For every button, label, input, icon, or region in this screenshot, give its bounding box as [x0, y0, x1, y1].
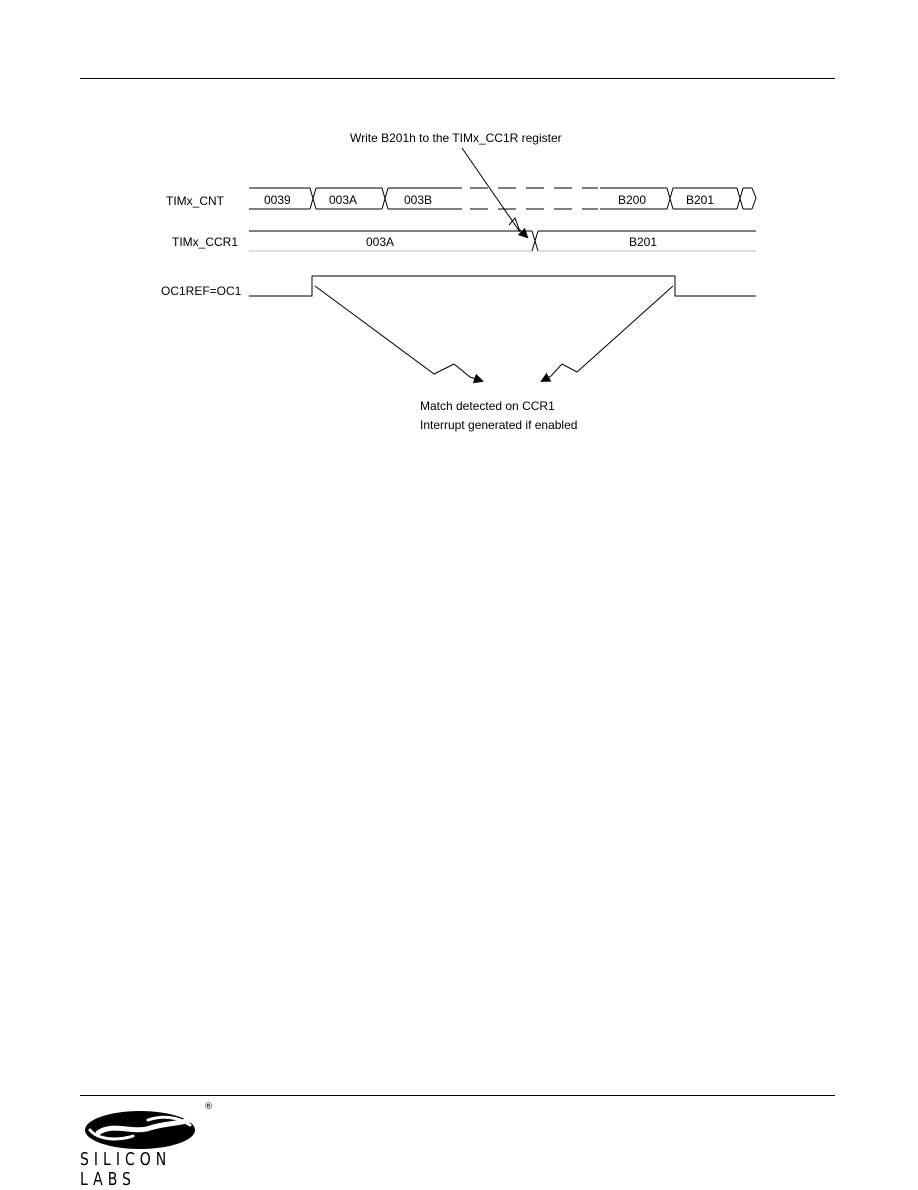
- cnt-bus: [249, 187, 757, 210]
- oc1ref-waveform: [249, 275, 756, 297]
- write-annotation: Write B201h to the TIMx_CC1R register: [350, 131, 562, 145]
- match-note-line2: Interrupt generated if enabled: [420, 418, 577, 432]
- ccr1-bus: [249, 230, 756, 252]
- cnt-value-003a: 003A: [329, 193, 357, 207]
- ccr1-value-003a: 003A: [366, 235, 394, 249]
- match-arrow-falling: [540, 285, 674, 382]
- write-arrow: [508, 217, 529, 239]
- silicon-labs-logo-icon: ®: [85, 1102, 213, 1149]
- ccr1-value-b201: B201: [629, 235, 657, 249]
- cnt-value-003b: 003B: [404, 193, 432, 207]
- registered-mark: ®: [204, 1102, 213, 1112]
- match-note-line1: Match detected on CCR1: [420, 399, 555, 413]
- match-arrow-rising: [314, 285, 484, 384]
- signal-label-cnt: TIMx_CNT: [166, 194, 225, 208]
- signal-label-ccr1: TIMx_CCR1: [172, 235, 238, 249]
- cnt-value-0039: 0039: [264, 193, 291, 207]
- footer-rule: [80, 1095, 835, 1096]
- signal-label-oc1ref: OC1REF=OC1: [161, 284, 242, 298]
- header-rule: [80, 78, 835, 79]
- logo-wordmark: SILICON LABS: [80, 1150, 172, 1190]
- write-pointer-line: [461, 147, 521, 233]
- cnt-value-b201: B201: [686, 193, 714, 207]
- cnt-value-b200: B200: [618, 193, 646, 207]
